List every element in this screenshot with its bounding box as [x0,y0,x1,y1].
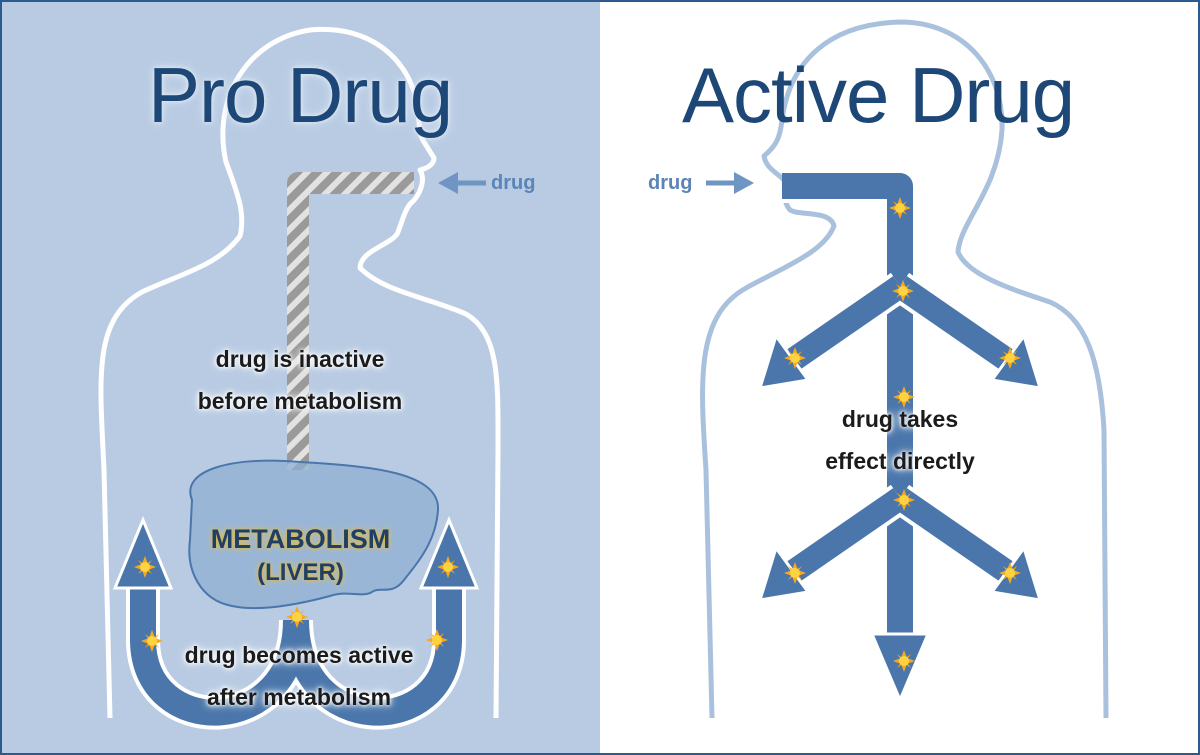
left-up-arrowhead [112,516,174,590]
right-up-arrowhead [418,516,480,590]
liver-label: METABOLISM (LIVER) [188,522,413,590]
liver-label-line-1: METABOLISM [210,524,391,554]
inactive-drug-pathway [287,172,414,470]
liver-label-line-2: (LIVER) [257,559,344,586]
pro-drug-inactive-note: drug is inactive before metabolism [160,338,440,422]
pro-drug-active-note: drug becomes active after metabolism [140,634,458,718]
active-note-line-2: effect directly [825,448,975,474]
pro-bottom-line-1: drug becomes active [184,642,414,668]
active-body-outline [700,19,1109,719]
pro-drug-input-arrow [438,172,486,194]
pro-drug-input-label: drug [491,172,536,194]
pro-drug-title: Pro Drug [148,51,453,139]
liver-organ [188,459,440,610]
active-drug-effect-note: drug takes effect directly [790,398,1010,482]
active-note-line-1: drug takes [841,406,959,432]
pro-note-line-2: before metabolism [197,388,403,414]
pro-note-line-1: drug is inactive [215,346,385,372]
active-drug-input-arrow [706,172,754,194]
active-drug-input-label: drug [648,172,693,194]
pro-body-outline [98,26,501,719]
active-drug-title: Active Drug [682,51,1075,139]
pro-bottom-line-2: after metabolism [206,684,392,710]
